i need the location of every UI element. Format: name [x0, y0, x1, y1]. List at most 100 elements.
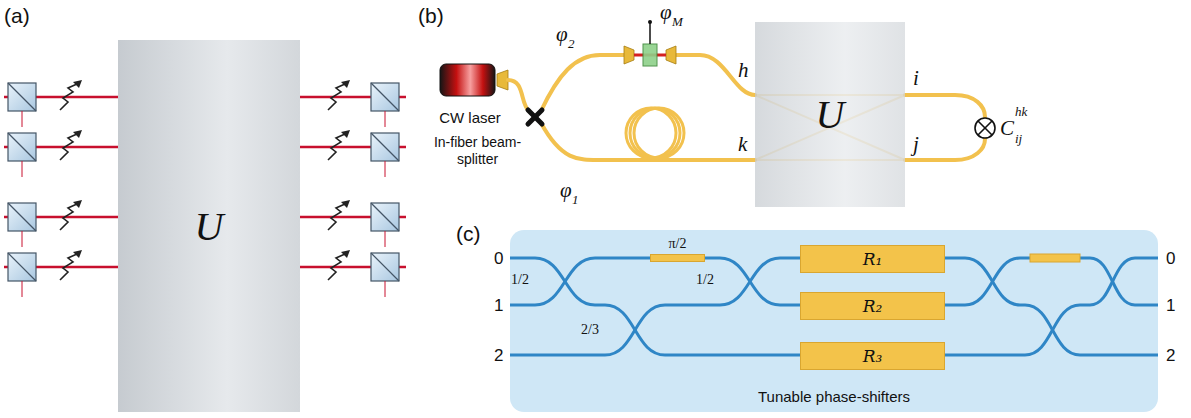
port [22, 281, 23, 297]
node-text: R₁ [863, 249, 883, 269]
phase-arrow [328, 250, 350, 280]
waveguide [1135, 304, 1158, 307]
splitting-ratio: 2/3 [581, 322, 599, 338]
port [22, 231, 23, 247]
node-text: U [816, 91, 845, 138]
coupler-waveguide [965, 258, 1020, 305]
port [385, 281, 386, 297]
fiber [676, 55, 755, 95]
laser-body [440, 64, 495, 96]
phase-shifter: R₂ [800, 292, 945, 320]
waveguide [595, 304, 605, 307]
node-text: R₂ [863, 296, 883, 316]
correlation-superscript: hk [1015, 104, 1027, 120]
mode-index: 0 [1166, 249, 1175, 269]
fiber-coil [626, 108, 684, 158]
node-text: CW laser [439, 109, 501, 126]
port [22, 111, 23, 127]
port [385, 231, 386, 247]
port-label: i [913, 66, 919, 91]
beam-splitter-cube [371, 133, 399, 161]
phase-bar [650, 254, 705, 262]
mode-index: 1 [494, 296, 503, 316]
fiber [508, 80, 529, 111]
phase-arrow [60, 80, 82, 110]
coupler-waveguide [1025, 305, 1080, 355]
coupler-waveguide [720, 258, 780, 305]
splitting-ratio: 1/2 [511, 272, 529, 288]
panel-label: (b) [418, 4, 444, 28]
node-text: Tunable phase-shifters [758, 388, 910, 405]
waveguide [1080, 304, 1090, 307]
mode-index: 1 [1166, 296, 1175, 316]
panel-label: (a) [4, 4, 30, 28]
beam-splitter-cube [8, 253, 36, 281]
detector-cross [978, 121, 992, 135]
correlation-subscript: ij [1015, 131, 1022, 147]
port [385, 111, 386, 127]
coupler-waveguide [965, 258, 1020, 305]
phase-shifter [1030, 254, 1080, 262]
port-label: k [738, 132, 747, 157]
waveguide [665, 304, 720, 307]
coupler-waveguide [1090, 258, 1135, 305]
phase-shifter: R₁ [800, 245, 945, 273]
waveguide [510, 304, 535, 307]
phase-arrow [60, 130, 82, 160]
lens [624, 46, 634, 64]
waveguide [1135, 257, 1158, 260]
unitary-box: U [118, 40, 300, 412]
phase-subscript: M [672, 14, 683, 30]
phase-symbol: φ [556, 22, 568, 47]
beam-splitter-cube [8, 133, 36, 161]
port [385, 161, 386, 177]
modulator-crystal [643, 44, 657, 66]
splitter-stroke [528, 110, 542, 124]
phase-arrow [328, 80, 350, 110]
phase-subscript: 1 [572, 192, 579, 208]
unitary-box: U [755, 22, 905, 207]
beam-splitter-cube [371, 83, 399, 111]
coupler-waveguide [605, 305, 665, 355]
node-text: R₃ [863, 346, 883, 366]
waveguide [510, 257, 535, 260]
coil-loop [630, 108, 680, 158]
phase-arrow [60, 200, 82, 230]
beam-splitter-cube [371, 203, 399, 231]
detector-symbol [975, 118, 995, 138]
node-text: π/2 [669, 236, 687, 252]
waveguide [1020, 304, 1025, 307]
port-label: h [738, 58, 749, 83]
node-text: U [195, 203, 224, 250]
phase-shifter: π/2 [650, 236, 705, 264]
fiber [541, 55, 624, 111]
coil-loop [634, 108, 684, 158]
correlation-symbol: C [1000, 116, 1014, 141]
phase-subscript: 2 [568, 36, 575, 52]
coupler-waveguide [720, 258, 780, 305]
in-fiber-beam-splitter [528, 110, 542, 124]
mode-index: 2 [494, 346, 503, 366]
fiber [905, 95, 985, 117]
phase-shifter: R₃ [800, 342, 945, 370]
beam-splitter-cube [8, 83, 36, 111]
phase-arrow [328, 200, 350, 230]
detector-circle [975, 118, 995, 138]
splitter-stroke [528, 110, 542, 124]
modulator-lead [649, 22, 651, 44]
mode-index: 2 [1166, 346, 1175, 366]
splitting-ratio: 1/2 [696, 272, 714, 288]
chip-ground [510, 230, 1158, 412]
waveguide [1080, 354, 1158, 357]
modulator-terminal [648, 20, 652, 24]
laser-source: CW laser [428, 58, 512, 126]
coupler-waveguide [1090, 258, 1135, 305]
coupler-waveguide [605, 305, 665, 355]
phase-arrow [328, 130, 350, 160]
waveguide [510, 354, 605, 357]
port-label: j [913, 132, 919, 157]
lens [666, 46, 676, 64]
panel-label: (c) [456, 222, 481, 246]
component-label: In-fiber beam-splitter [420, 134, 535, 168]
port [22, 161, 23, 177]
